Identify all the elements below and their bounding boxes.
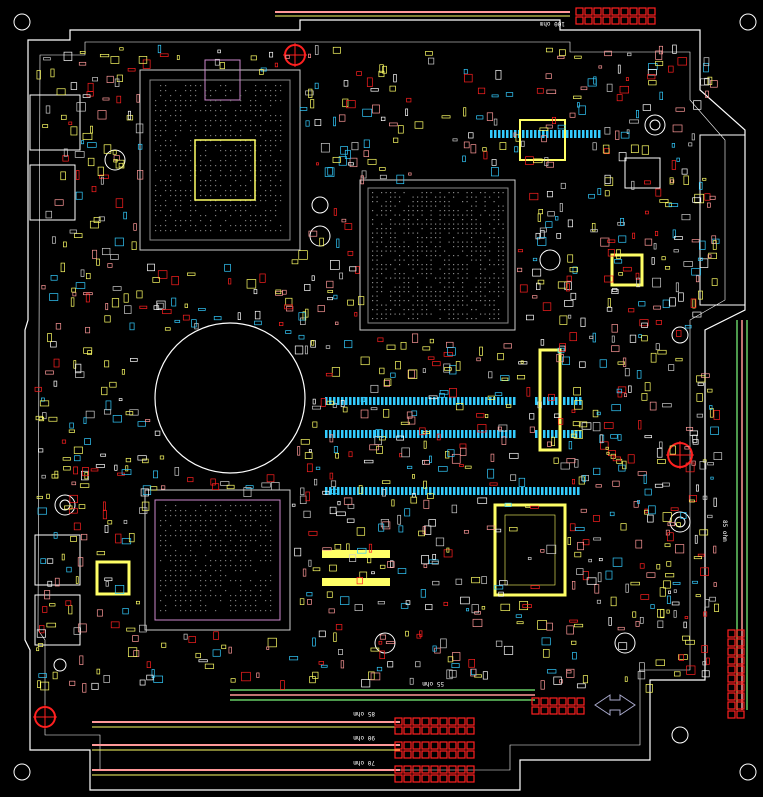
yellow-strip-vertical — [538, 348, 562, 452]
board-inner-outline — [37, 41, 726, 771]
fan-hole — [154, 322, 306, 474]
bga-chip-top-left — [139, 59, 301, 251]
top-bus-label: 100 ohm — [539, 20, 565, 27]
mounting-holes — [53, 114, 691, 744]
bottom-bus-label-3: 90 ohm — [353, 734, 375, 741]
bottom-bus-label-1: 55 ohm — [422, 680, 444, 687]
qfp-chip-left — [95, 560, 131, 596]
qfp-chip-bottom — [493, 503, 567, 597]
top-bus-group: 100 ohm — [275, 7, 656, 27]
top-connector — [575, 7, 656, 25]
component-scatter — [34, 44, 723, 693]
red-mount-points — [33, 43, 694, 729]
corner-hole — [13, 763, 31, 781]
corner-hole — [739, 763, 757, 781]
yellow-strip-left — [322, 550, 390, 558]
bottom-bus-label-2: 85 ohm — [353, 710, 375, 717]
double-arrow-icon — [594, 694, 636, 716]
corner-hole — [13, 13, 31, 31]
ic-right — [519, 119, 661, 287]
board-outline — [24, 19, 746, 791]
corner-hole — [739, 13, 757, 31]
right-bus-label: 85 ohm — [721, 520, 728, 542]
bga-chip-center — [359, 179, 516, 331]
bga-chip-bottom-left — [144, 489, 291, 631]
yellow-strip-left-2 — [322, 578, 390, 586]
right-bus-group: 85 ohm — [721, 320, 748, 719]
bottom-bus-label-4: 70 ohm — [353, 759, 375, 766]
left-connectors — [29, 94, 746, 646]
bottom-bus-group: 55 ohm 85 ohm 90 ohm 70 ohm — [92, 680, 636, 783]
